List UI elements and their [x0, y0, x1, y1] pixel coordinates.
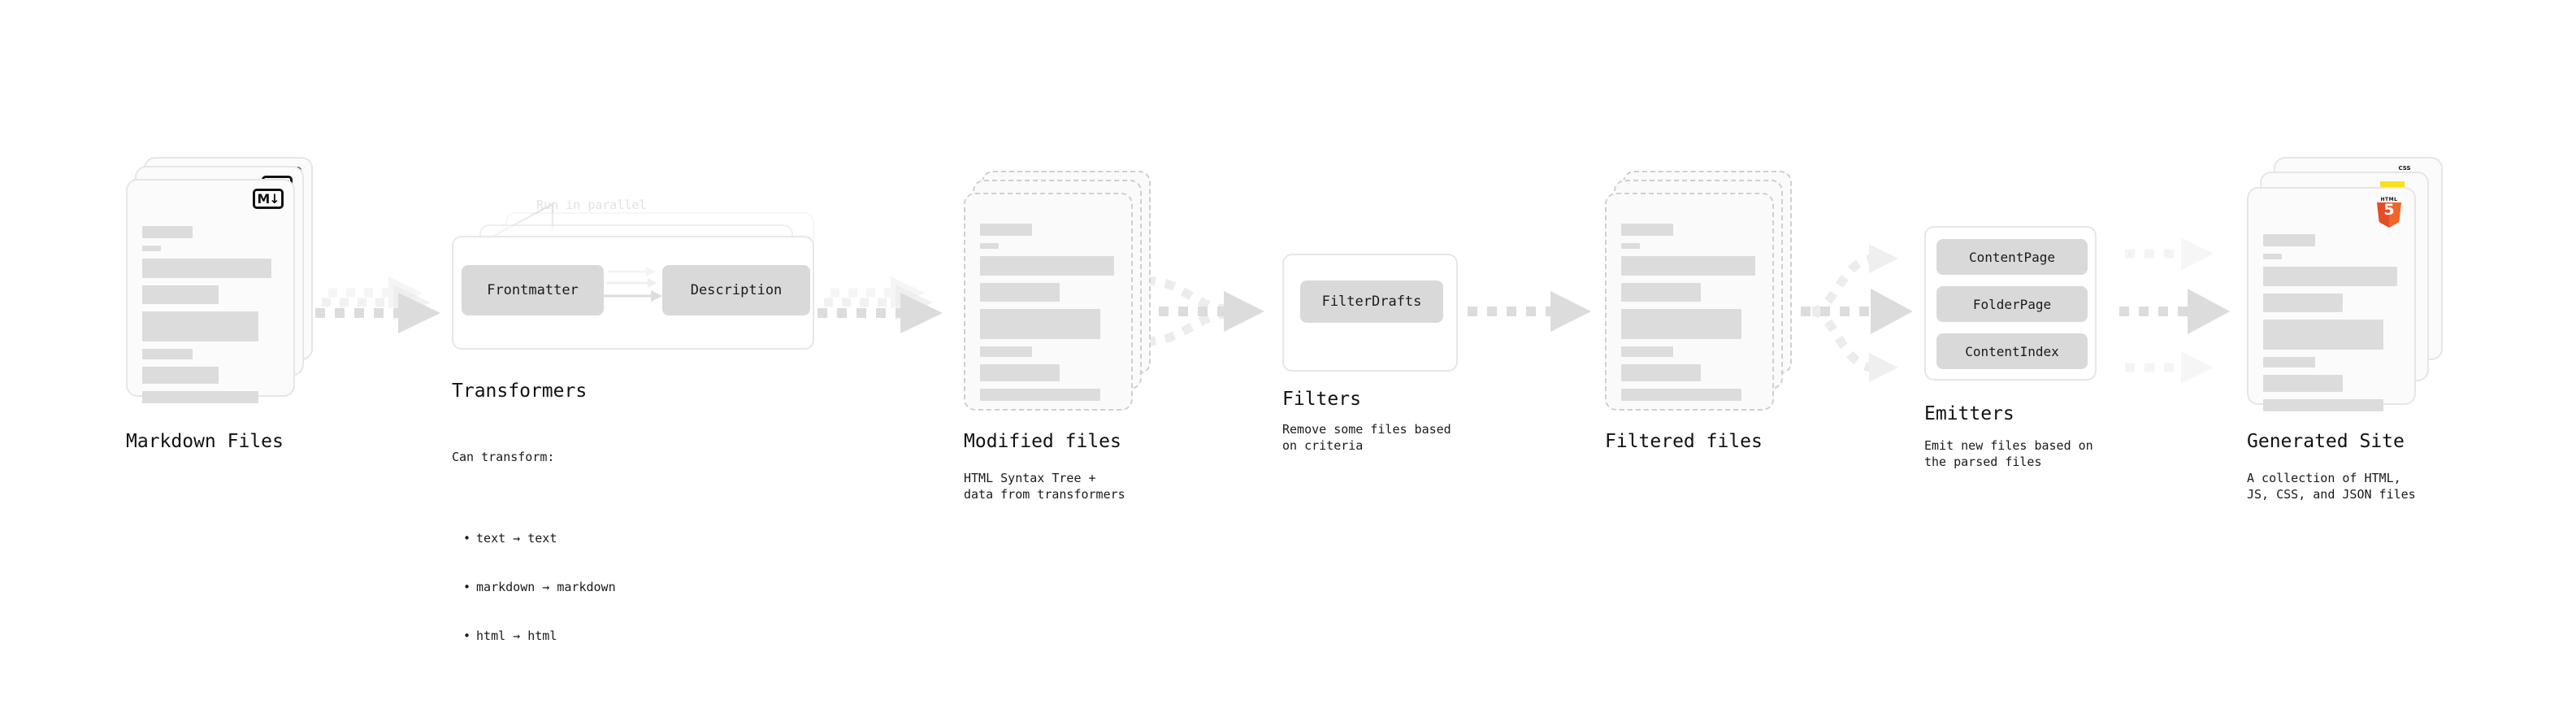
stage-title-markdown-files: Markdown Files	[126, 431, 284, 452]
chip-contentindex[interactable]: ContentIndex	[1936, 333, 2088, 369]
skeleton-bar	[1621, 309, 1741, 339]
document-card-front: M↓	[126, 179, 295, 403]
chip-frontmatter[interactable]: Frontmatter	[462, 265, 604, 315]
skeleton-bar	[980, 256, 1114, 276]
skeleton-bar	[2263, 320, 2383, 350]
connector-transformers-to-modified	[817, 276, 943, 333]
skeleton-bar	[980, 389, 1100, 401]
skeleton-bar	[2263, 254, 2282, 259]
stage-subtitle-modified-files: HTML Syntax Tree + data from transformer…	[964, 471, 1125, 502]
transformer-inner-arrows	[604, 267, 662, 302]
document-skeleton-lines	[980, 224, 1118, 408]
skeleton-bar	[2263, 294, 2343, 312]
stage-title-modified-files: Modified files	[964, 431, 1121, 452]
document-card-front	[964, 193, 1133, 411]
skeleton-bar	[1621, 283, 1701, 302]
skeleton-bar	[1621, 389, 1741, 401]
pipeline-diagram: M↓ M↓ M↓ Markdown Files	[0, 0, 2576, 681]
document-skeleton-lines	[142, 226, 280, 411]
skeleton-bar	[142, 349, 193, 359]
skeleton-bar	[1621, 243, 1640, 249]
stage-title-transformers: Transformers	[452, 381, 588, 402]
skeleton-bar	[2263, 375, 2343, 392]
skeleton-bar	[980, 309, 1100, 339]
transformers-bullet: html → html	[463, 628, 616, 644]
skeleton-bar	[1621, 364, 1701, 381]
skeleton-bar	[1621, 346, 1673, 357]
html5-wordmark: HTML	[2380, 197, 2398, 202]
transformers-subtitle-lead: Can transform:	[452, 450, 555, 464]
skeleton-bar	[142, 246, 161, 251]
skeleton-bar	[2263, 399, 2383, 411]
stage-title-filters: Filters	[1282, 389, 1361, 410]
document-skeleton-lines	[2263, 234, 2401, 419]
stage-subtitle-emitters: Emit new files based on the parsed files	[1924, 438, 2093, 469]
html5-number: 5	[2383, 201, 2395, 219]
html5-badge-holder: HTML 5	[2377, 197, 2401, 228]
skeleton-bar	[980, 243, 999, 249]
skeleton-bar	[142, 367, 219, 384]
markdown-icon: M↓	[253, 189, 284, 209]
stage-subtitle-transformers: Can transform: text → text markdown → ma…	[452, 416, 616, 709]
filters-box[interactable]: FilterDrafts	[1282, 254, 1458, 372]
connector-filters-to-filtered	[1468, 291, 1591, 332]
skeleton-bar	[980, 224, 1032, 236]
skeleton-bar	[2263, 357, 2315, 368]
document-card-front	[1605, 193, 1774, 411]
skeleton-bar	[142, 285, 219, 304]
transformers-bullet-list: text → text markdown → markdown html → h…	[452, 498, 616, 676]
skeleton-bar	[980, 283, 1060, 302]
document-card-front: HTML 5	[2247, 187, 2416, 411]
stage-subtitle-filters: Remove some files based on criteria	[1282, 422, 1451, 453]
html5-icon: HTML 5	[2377, 197, 2401, 228]
chip-contentpage[interactable]: ContentPage	[1936, 239, 2088, 275]
chip-description[interactable]: Description	[662, 265, 810, 315]
skeleton-bar	[142, 226, 193, 238]
chip-folderpage[interactable]: FolderPage	[1936, 286, 2088, 322]
skeleton-bar	[142, 311, 258, 341]
stage-title-generated-site: Generated Site	[2247, 431, 2405, 452]
markdown-badge: M↓	[253, 189, 284, 209]
skeleton-bar	[142, 259, 271, 278]
skeleton-bar	[2263, 234, 2315, 246]
stage-title-emitters: Emitters	[1924, 403, 2014, 424]
skeleton-bar	[1621, 224, 1673, 236]
skeleton-bar	[2263, 267, 2397, 286]
document-skeleton-lines	[1621, 224, 1759, 408]
transformers-bullet: text → text	[463, 530, 616, 546]
stage-subtitle-generated-site: A collection of HTML, JS, CSS, and JSON …	[2247, 471, 2416, 502]
connector-filtered-to-emitters	[1781, 244, 1913, 382]
connector-md-to-transformers	[315, 276, 440, 333]
transformers-bullet: markdown → markdown	[463, 579, 616, 595]
annotation-run-in-parallel: Run in parallel	[536, 198, 647, 212]
connector-emitters-to-site	[2119, 237, 2230, 384]
skeleton-bar	[980, 346, 1032, 357]
emitters-box[interactable]: ContentPage FolderPage ContentIndex	[1924, 226, 2097, 381]
skeleton-bar	[142, 391, 258, 403]
skeleton-bar	[980, 364, 1060, 381]
chip-filterdrafts[interactable]: FilterDrafts	[1300, 281, 1443, 323]
connector-modified-to-filters	[1139, 276, 1264, 346]
stage-title-filtered-files: Filtered files	[1605, 431, 1763, 452]
transformer-box-front[interactable]: Frontmatter Description	[452, 236, 814, 350]
skeleton-bar	[1621, 256, 1755, 276]
